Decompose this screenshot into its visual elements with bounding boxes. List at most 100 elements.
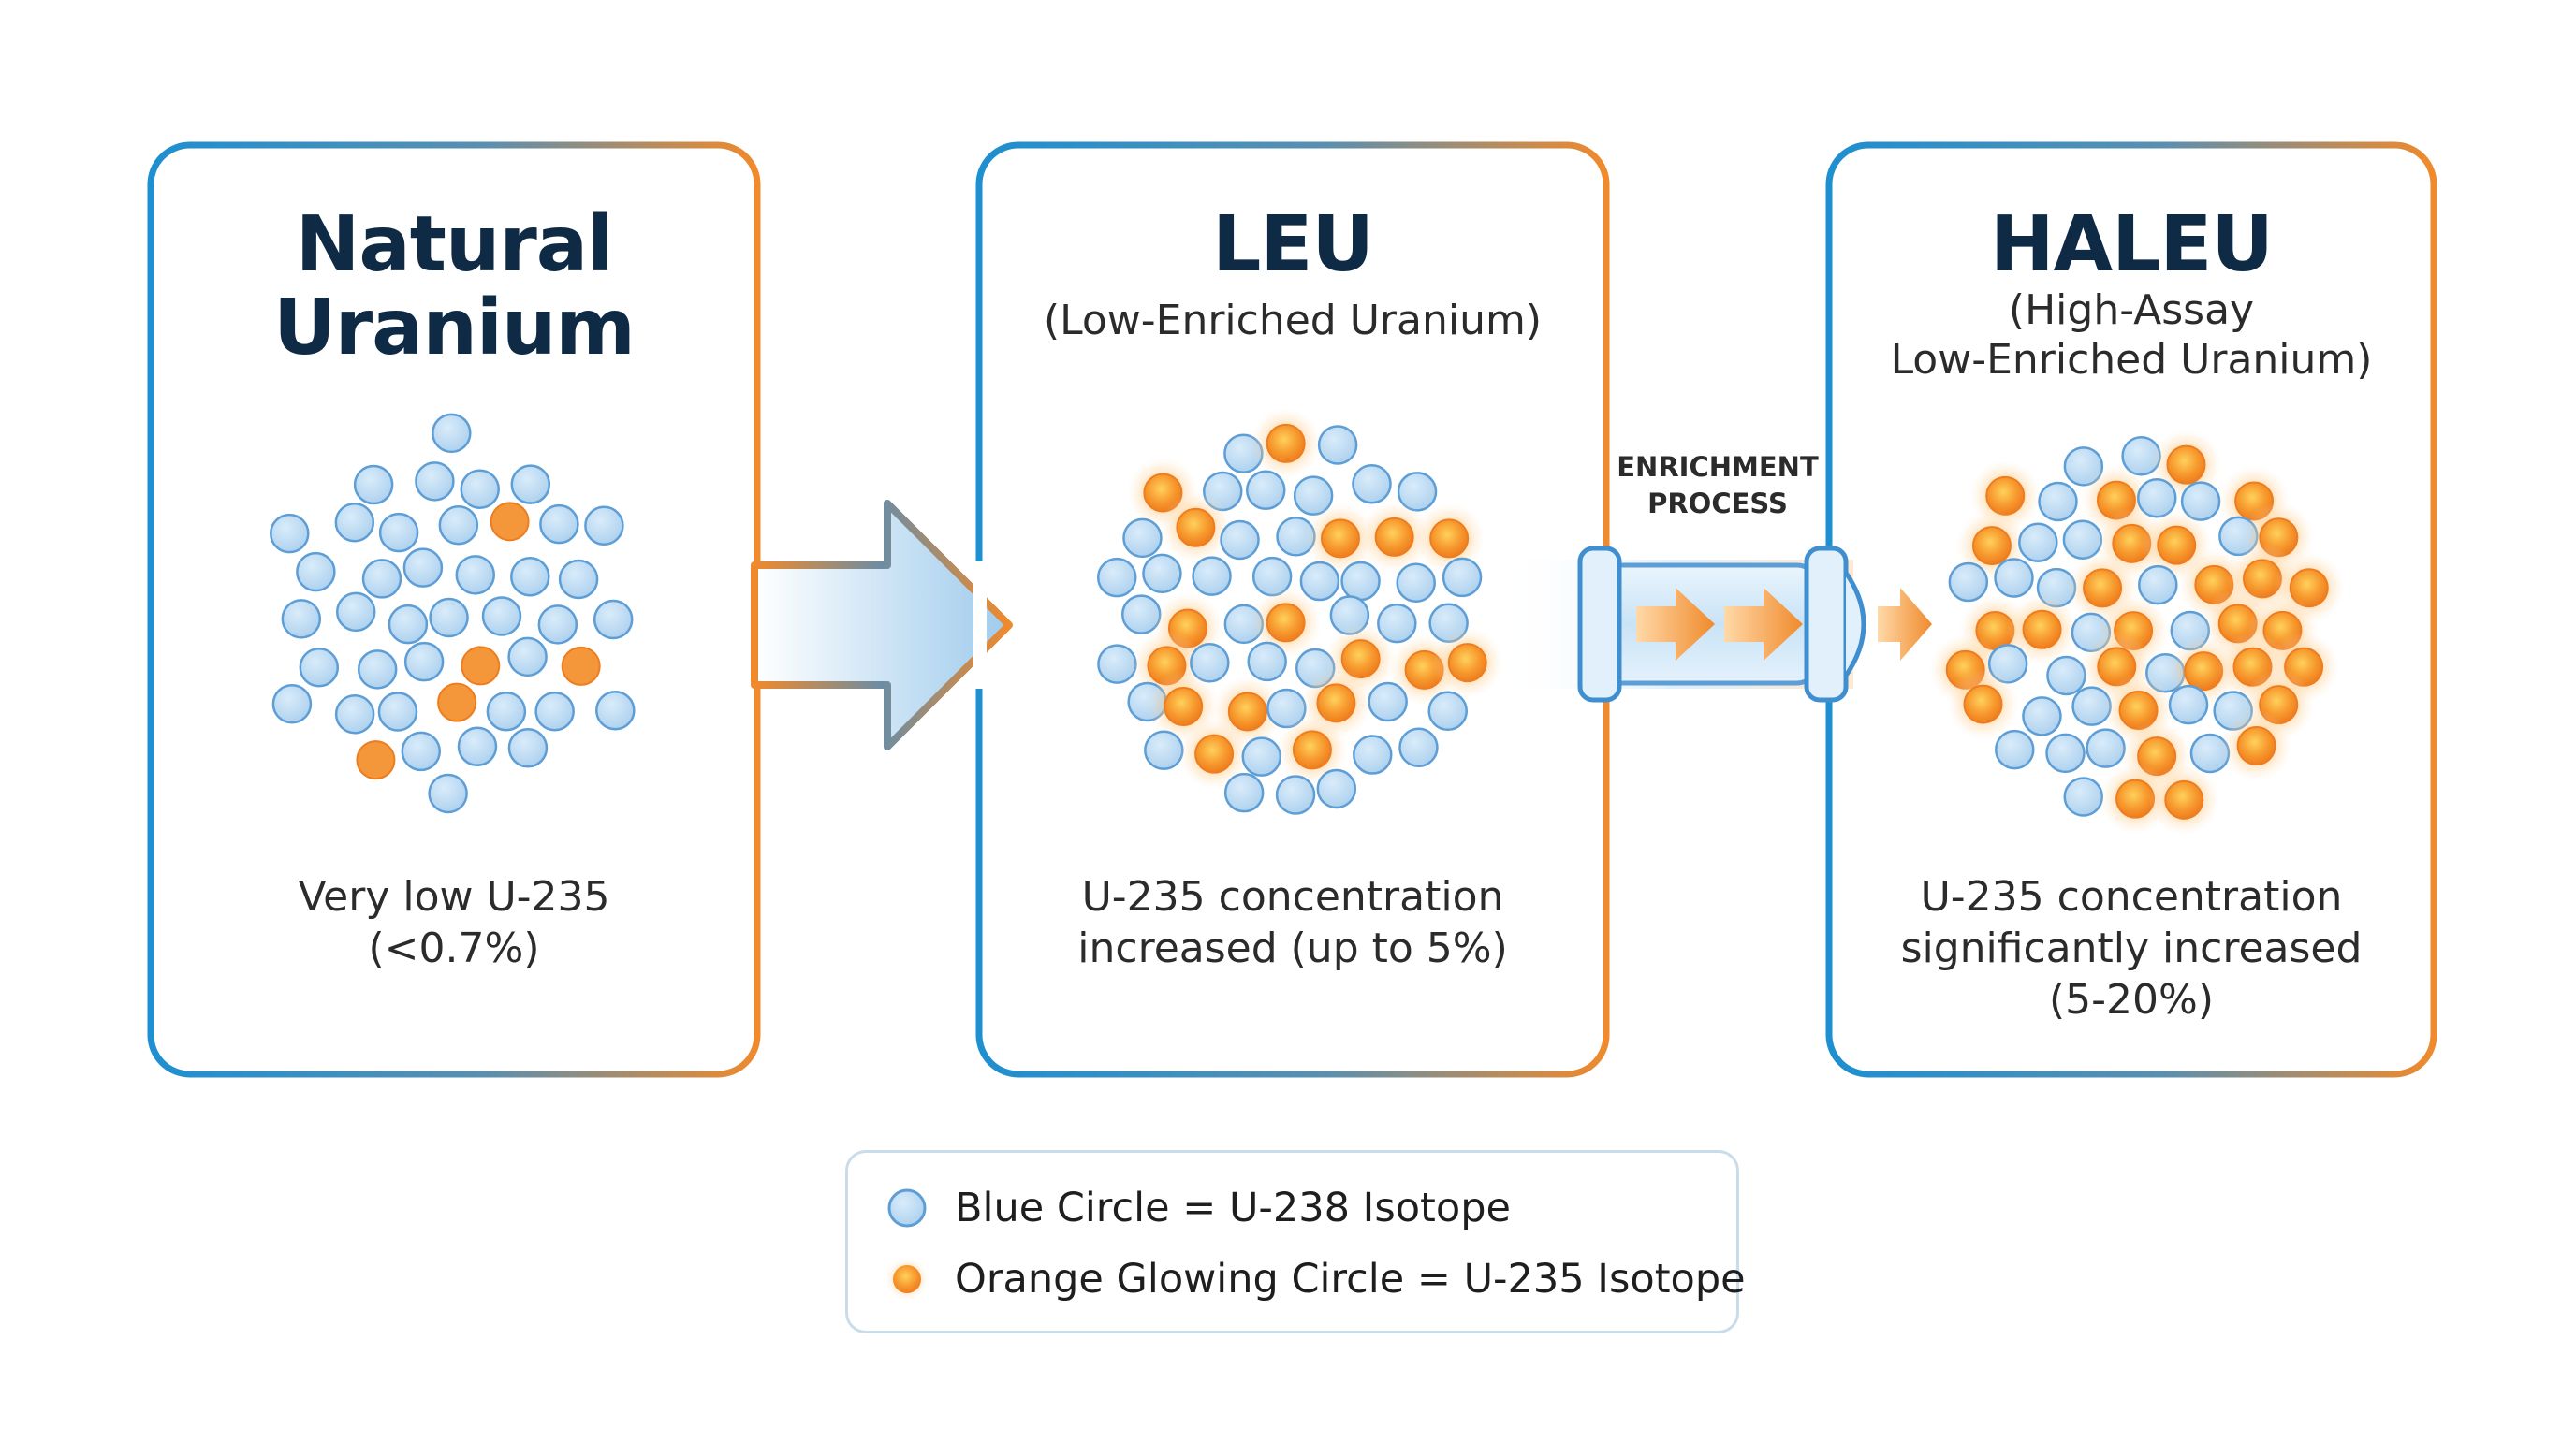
- orange-glowing-circle-icon: [886, 1258, 929, 1301]
- u238-isotope-circle: [271, 683, 313, 724]
- panel-subtitle-haleu: (High-Assay Low-Enriched Uranium): [1829, 286, 2434, 386]
- u235-isotope-circle: [2083, 568, 2123, 608]
- u238-isotope-circle: [1144, 730, 1184, 771]
- u238-isotope-circle: [455, 555, 496, 595]
- process-line-1: ENRICHMENT: [1617, 451, 1819, 483]
- u238-isotope-circle: [1142, 553, 1182, 594]
- u235-isotope-circle: [2157, 525, 2197, 565]
- u235-isotope-circle: [1266, 603, 1306, 643]
- isotope-cluster-natural-uranium: [270, 413, 636, 814]
- u238-isotope-circle: [539, 503, 579, 545]
- blue-circle-icon: [887, 1188, 927, 1228]
- subtitle-line-1: (Low-Enriched Uranium): [1043, 297, 1543, 344]
- u235-isotope-circle: [2236, 726, 2276, 766]
- u238-isotope-circle: [510, 556, 550, 597]
- u238-isotope-circle: [558, 559, 599, 600]
- title-line-1: HALEU: [1990, 200, 2274, 289]
- caption-line-1: U-235 concentration: [1081, 873, 1504, 921]
- legend-item-u235: Orange Glowing Circle = U-235 Isotope: [886, 1256, 1746, 1303]
- u238-isotope-circle: [402, 547, 444, 588]
- u238-isotope-circle: [299, 647, 340, 688]
- u238-isotope-circle: [335, 591, 376, 633]
- u238-isotope-circle: [2018, 522, 2058, 562]
- u238-isotope-circle: [2138, 564, 2178, 605]
- u235-isotope-circle: [561, 646, 601, 686]
- u238-isotope-circle: [481, 596, 522, 636]
- u235-isotope-circle: [2184, 651, 2224, 692]
- subtitle-line-2: Low-Enriched Uranium): [1890, 335, 2373, 384]
- u238-isotope-circle: [1220, 519, 1260, 561]
- u238-isotope-circle: [378, 512, 419, 553]
- u238-isotope-circle: [537, 604, 578, 645]
- u238-isotope-circle: [1097, 644, 1137, 684]
- u238-isotope-circle: [1299, 561, 1340, 602]
- u238-isotope-circle: [1353, 735, 1393, 775]
- u238-isotope-circle: [2062, 519, 2103, 560]
- u238-isotope-circle: [1427, 691, 1468, 732]
- u238-isotope-circle: [361, 559, 402, 599]
- u235-isotope-circle: [1194, 734, 1235, 774]
- u238-isotope-circle: [429, 597, 469, 638]
- title-line-1: Natural: [295, 200, 613, 289]
- u238-isotope-circle: [1192, 556, 1232, 596]
- u238-isotope-circle: [2168, 684, 2209, 725]
- u238-isotope-circle: [1994, 558, 2034, 598]
- u235-isotope-circle: [2164, 779, 2204, 820]
- u235-isotope-circle: [1176, 507, 1216, 547]
- u238-isotope-circle: [593, 599, 634, 640]
- u238-isotope-circle: [1948, 561, 1989, 603]
- panel-title-leu: LEU: [979, 200, 1606, 289]
- u235-isotope-circle: [1374, 517, 1414, 557]
- title-line-1: LEU: [1212, 200, 1374, 289]
- u238-isotope-circle: [507, 728, 549, 768]
- block-arrow-right-icon: [751, 500, 1013, 750]
- u238-isotope-circle: [1352, 464, 1392, 504]
- u238-isotope-circle: [1293, 475, 1334, 516]
- u235-isotope-circle: [2289, 568, 2329, 608]
- u238-isotope-circle: [401, 731, 442, 772]
- u238-isotope-circle: [1995, 729, 2035, 770]
- caption-line-1: Very low U-235: [298, 873, 610, 921]
- u238-isotope-circle: [1368, 681, 1408, 722]
- u235-isotope-circle: [1292, 730, 1332, 770]
- legend-label-u238: Blue Circle = U-238 Isotope: [955, 1185, 1511, 1231]
- u238-isotope-circle: [2045, 733, 2086, 774]
- u238-isotope-circle: [2038, 481, 2078, 522]
- u235-isotope-circle: [1320, 518, 1360, 559]
- u235-isotope-circle: [1227, 692, 1267, 732]
- u235-isotope-circle: [1266, 423, 1306, 463]
- title-line-2: Uranium: [273, 283, 636, 372]
- u238-isotope-circle: [510, 464, 551, 504]
- u238-isotope-circle: [486, 692, 527, 732]
- caption-line-3: (5-20%): [2049, 976, 2214, 1024]
- u238-isotope-circle: [595, 690, 636, 731]
- u238-isotope-circle: [1398, 727, 1439, 768]
- panel-subtitle-leu: (Low-Enriched Uranium): [979, 297, 1606, 346]
- u235-isotope-circle: [461, 646, 501, 686]
- u235-isotope-circle: [1447, 643, 1487, 683]
- u238-isotope-circle: [1122, 517, 1163, 559]
- u238-isotope-circle: [584, 505, 624, 546]
- panel-title-haleu: HALEU: [1829, 200, 2434, 289]
- u235-isotope-circle: [437, 682, 477, 722]
- u238-isotope-circle: [270, 513, 310, 554]
- panel-caption-leu: U-235 concentration increased (up to 5%): [979, 871, 1606, 974]
- u238-isotope-circle: [457, 726, 498, 767]
- u238-isotope-circle: [415, 461, 455, 502]
- u238-isotope-circle: [296, 551, 336, 592]
- u235-isotope-circle: [1971, 526, 2012, 566]
- u238-isotope-circle: [1246, 470, 1286, 511]
- legend: Blue Circle = U-238 Isotope Orange Glowi…: [845, 1150, 1746, 1333]
- u238-isotope-circle: [388, 604, 429, 645]
- u238-isotope-circle: [1247, 641, 1287, 682]
- u235-isotope-circle: [1963, 684, 2003, 724]
- isotope-cluster-leu: [1096, 407, 1503, 815]
- u238-isotope-circle: [334, 503, 375, 543]
- u238-isotope-circle: [403, 641, 445, 682]
- enrichment-cylinder-icon: [1498, 546, 1932, 703]
- legend-item-u238: Blue Circle = U-238 Isotope: [886, 1185, 1511, 1231]
- u238-isotope-circle: [534, 691, 575, 732]
- u238-isotope-circle: [353, 464, 394, 505]
- u235-isotope-circle: [356, 740, 396, 780]
